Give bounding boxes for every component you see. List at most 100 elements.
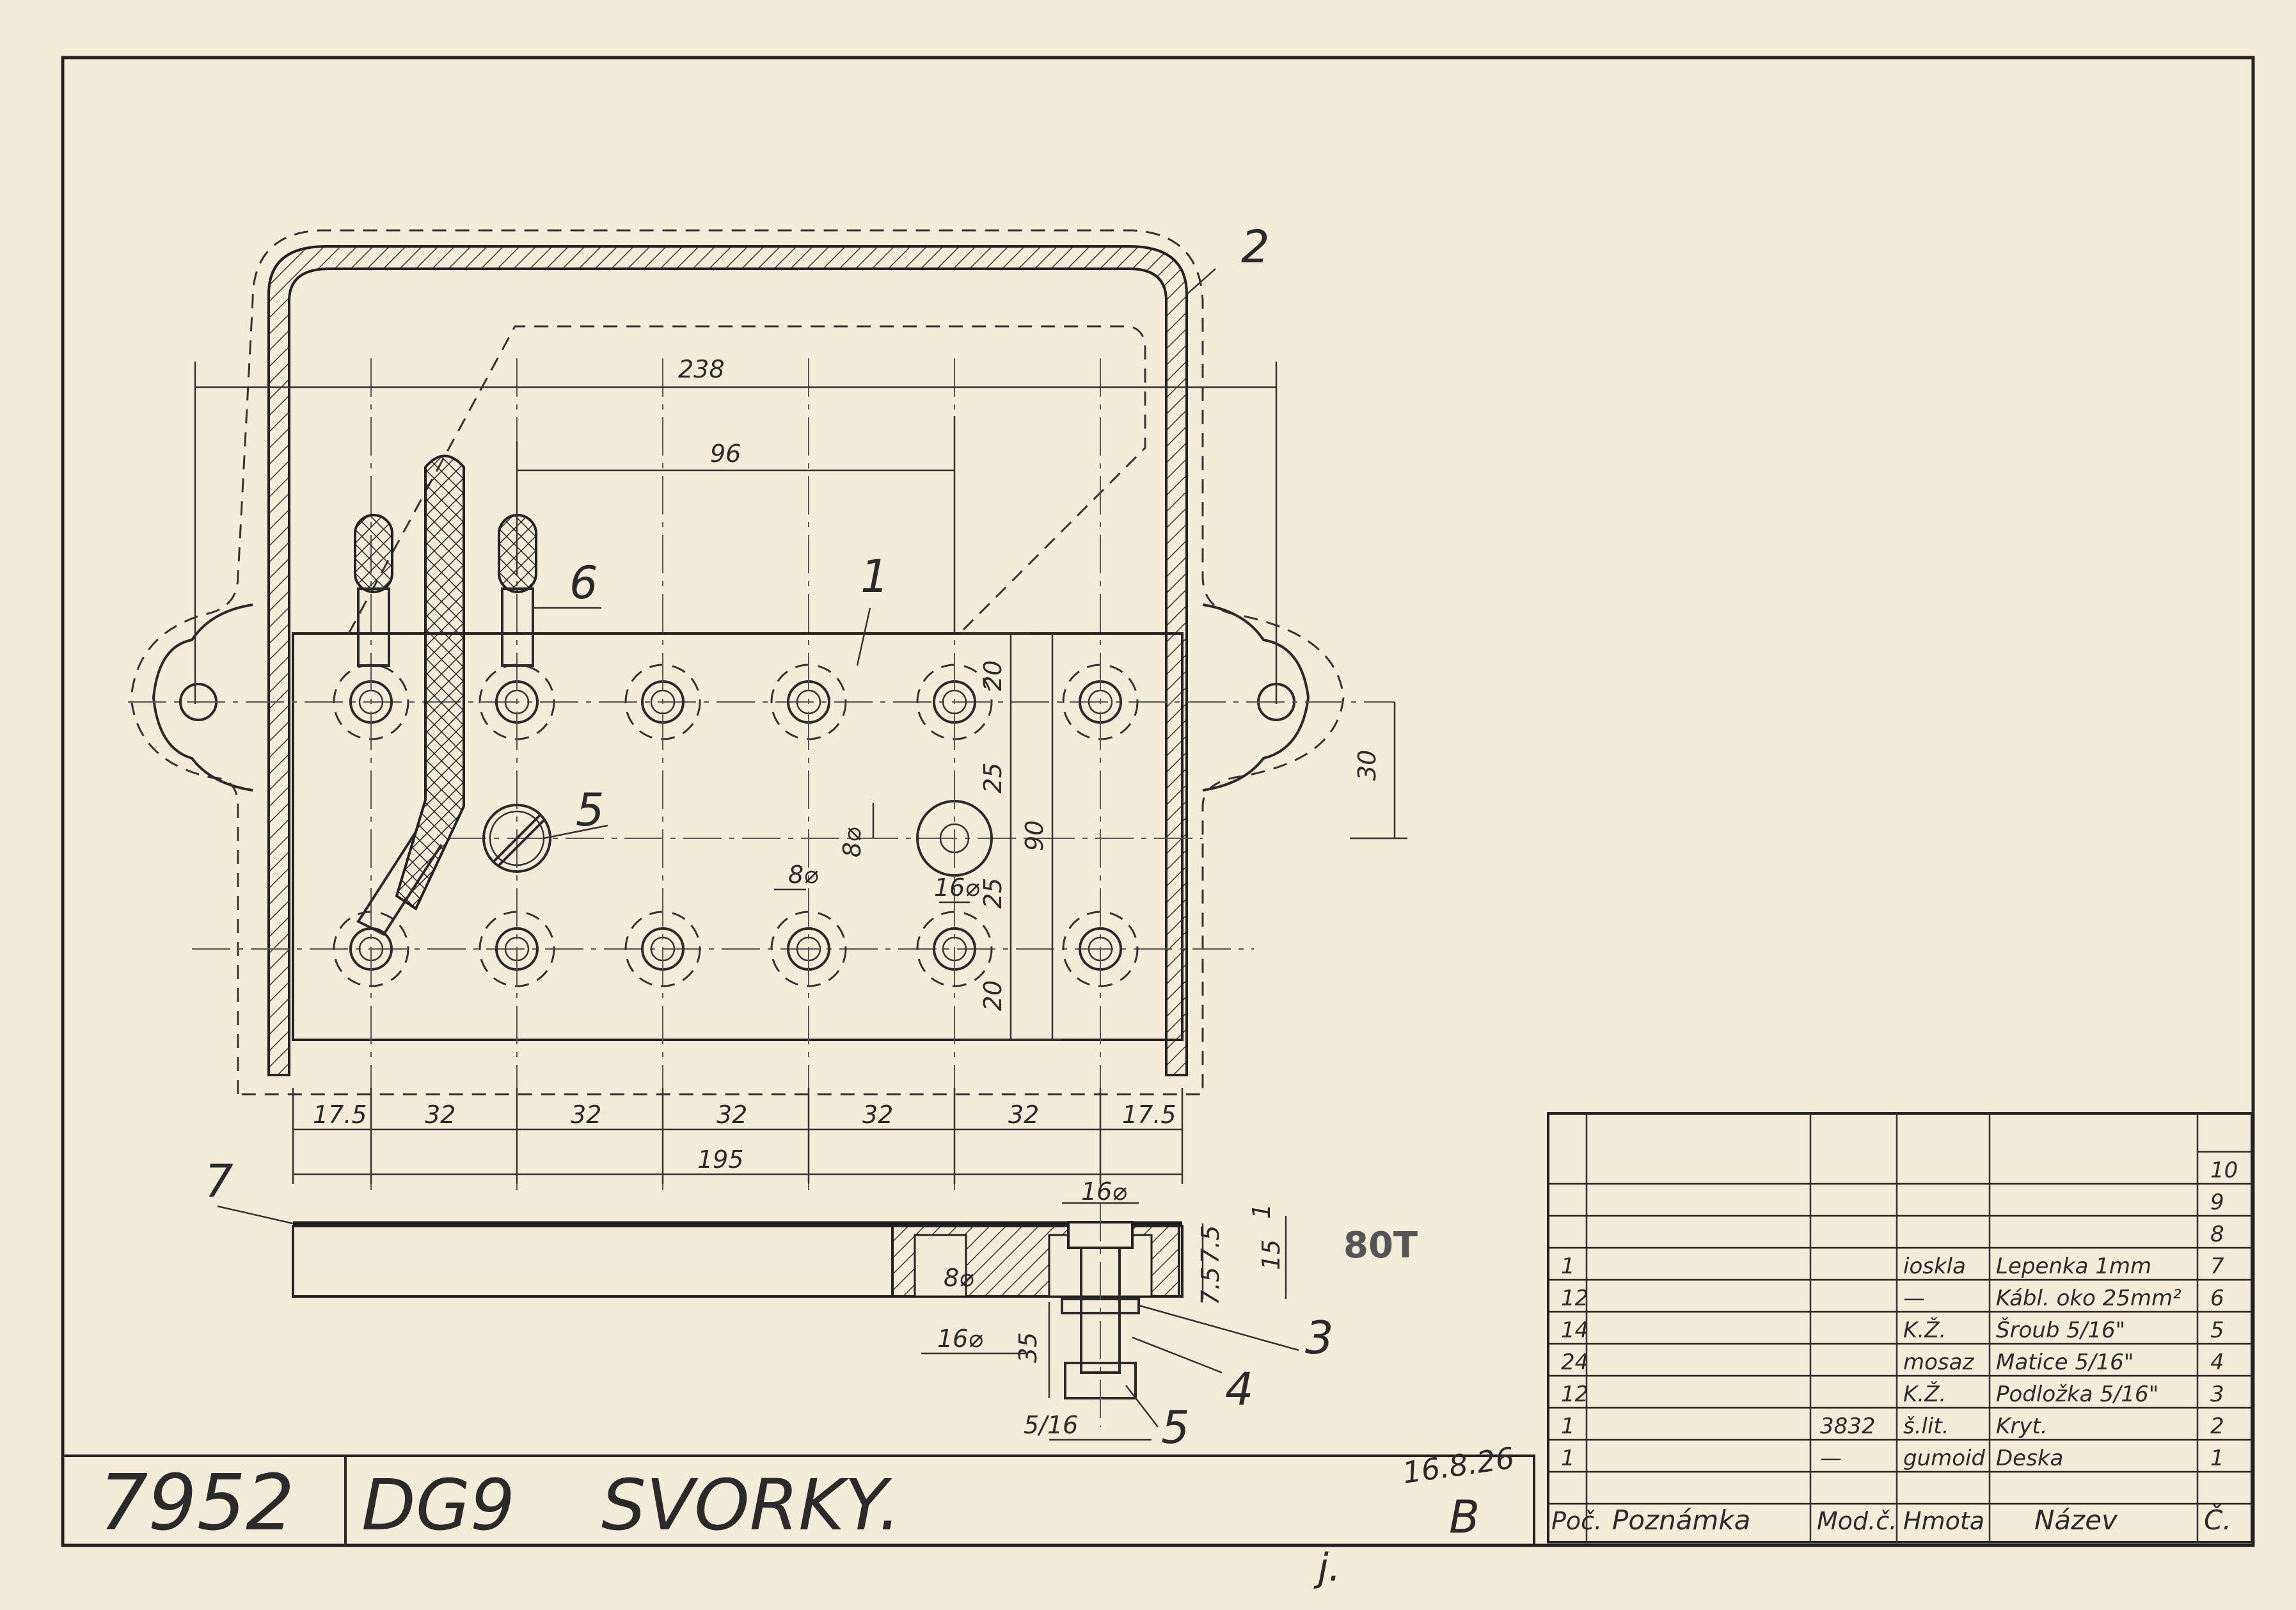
dim-section-1: 1: [1247, 1204, 1276, 1219]
table-cell-qty: 12: [1561, 1382, 1588, 1407]
pitch-ticks: [292, 1088, 1184, 1184]
table-cell-number: 2: [2210, 1414, 2224, 1439]
callout-5-plan: 5: [576, 784, 605, 836]
table-row: 8: [1548, 1222, 2252, 1249]
title-box: [61, 1455, 1535, 1547]
margin-mark: j.: [1313, 1545, 1341, 1590]
dim-row-20-bottom: 20: [979, 980, 1007, 1011]
cover-wall: [267, 245, 1188, 1076]
callout-7: 7: [205, 1155, 234, 1208]
drawing-date: 16.8.26: [1400, 1440, 1516, 1490]
dim-pitch: 32: [571, 1101, 601, 1129]
table-cell-qty: 24: [1561, 1350, 1588, 1375]
header-model: Mod.č.: [1817, 1507, 1897, 1535]
drawing-signature: B: [1449, 1491, 1480, 1543]
table-cell-qty: 1: [1561, 1446, 1575, 1471]
table-cell-material: K.Ž.: [1903, 1381, 1946, 1407]
drawing-number: 7952: [99, 1459, 294, 1548]
plan-dimensions: [194, 362, 1407, 1176]
table-cell-number: 3: [2210, 1382, 2224, 1407]
dim-height-90: 90: [1020, 820, 1049, 851]
table-cell-material: š.lit.: [1903, 1414, 1949, 1439]
stamp-mark: 80T: [1343, 1225, 1418, 1266]
cover-outline-dashed: [130, 229, 1345, 1096]
callout-4: 4: [1225, 1363, 1254, 1415]
table-row: 9: [1548, 1190, 2252, 1217]
table-cell-name: Podložka 5/16": [1996, 1382, 2158, 1407]
callout-6: 6: [569, 557, 598, 609]
table-row: 10: [1548, 1158, 2252, 1185]
table-row: 24 mosaz Matice 5/16" 4: [1548, 1350, 2252, 1377]
table-cell-qty: 14: [1561, 1318, 1588, 1343]
dim-row-20-top: 20: [979, 660, 1007, 691]
dim-pitch: 32: [862, 1101, 893, 1129]
table-cell-material: ioskla: [1903, 1254, 1966, 1279]
table-cell-name: Šroub 5/16": [1996, 1317, 2125, 1343]
table-row: 12 — Kábl. oko 25mm² 6: [1548, 1286, 2252, 1313]
table-cell-material: K.Ž.: [1903, 1317, 1946, 1343]
callout-3: 3: [1305, 1312, 1334, 1364]
table-cell-model: —: [1820, 1446, 1842, 1471]
header-material: Hmota: [1903, 1507, 1984, 1535]
callout-1: 1: [860, 550, 889, 603]
table-cell-material: gumoid: [1903, 1446, 1985, 1471]
table-cell-material: mosaz: [1903, 1350, 1974, 1375]
dim-section-16b: 16⌀: [937, 1325, 983, 1353]
table-cell-name: Kryt.: [1996, 1414, 2048, 1439]
dim-pitch: 17.5: [313, 1101, 367, 1129]
table-cell-number: 4: [2210, 1350, 2224, 1375]
dim-row-25-bottom: 25: [979, 878, 1007, 909]
callout-2: 2: [1241, 221, 1270, 273]
dim-overall-width: 238: [678, 355, 725, 383]
drawing-title: SVORKY.: [601, 1464, 901, 1546]
header-name: Název: [2034, 1504, 2118, 1536]
dim-section-35: 35: [1014, 1332, 1042, 1363]
dim-section-75: 7.5: [1196, 1225, 1224, 1264]
dim-section-15: 15: [1257, 1239, 1285, 1270]
dim-hole-16: 16⌀: [934, 873, 979, 902]
dim-hole-8-left: 8⌀: [838, 827, 866, 857]
plan-view: [128, 229, 1395, 1096]
cable-lugs: [354, 454, 537, 936]
table-cell-number: 9: [2210, 1190, 2224, 1215]
header-number: Č.: [2204, 1504, 2231, 1536]
drawing-code: DG9: [361, 1464, 515, 1546]
table-cell-material: —: [1903, 1286, 1925, 1311]
table-cell-number: 10: [2210, 1158, 2238, 1183]
dim-section-75b: 7.5: [1196, 1267, 1224, 1305]
table-cell-name: Matice 5/16": [1996, 1350, 2134, 1375]
table-cell-name: Lepenka 1mm: [1996, 1254, 2151, 1279]
callout-5-section: 5: [1161, 1401, 1190, 1454]
table-cell-name: Kábl. oko 25mm²: [1996, 1286, 2181, 1311]
dim-row-25-top: 25: [979, 763, 1007, 793]
parts-table: [1547, 1112, 2253, 1543]
table-cell-number: 7: [2210, 1254, 2224, 1279]
header-note: Poznámka: [1612, 1504, 1750, 1536]
dim-section-8: 8⌀: [944, 1264, 974, 1292]
table-cell-qty: 1: [1561, 1414, 1575, 1439]
dim-pitch: 32: [425, 1101, 455, 1129]
table-row: 12 K.Ž. Podložka 5/16" 3: [1548, 1381, 2252, 1409]
screw-5: [482, 804, 551, 873]
dim-spacing-top: 96: [710, 440, 741, 468]
dim-pitch: 32: [717, 1101, 747, 1129]
table-cell-qty: 1: [1561, 1254, 1575, 1279]
header-qty: Poč.: [1551, 1507, 1602, 1535]
table-cell-name: Deska: [1996, 1446, 2063, 1471]
table-cell-number: 6: [2210, 1286, 2224, 1311]
dim-thread: 5/16: [1024, 1411, 1078, 1439]
table-cell-model: 3832: [1820, 1414, 1876, 1439]
table-cell-number: 1: [2210, 1446, 2224, 1471]
dim-pitch: 17.5: [1122, 1101, 1176, 1129]
table-cell-qty: 12: [1561, 1286, 1588, 1311]
dim-section-16: 16⌀: [1081, 1177, 1127, 1206]
parts-table-header: Poč. Poznámka Mod.č. Hmota Název Č.: [1551, 1504, 2231, 1536]
dim-base-width: 195: [697, 1145, 744, 1174]
table-row: 1 — gumoid Deska 1: [1548, 1446, 2252, 1473]
terminal-board: [292, 632, 1184, 1041]
table-row: 1 3832 š.lit. Kryt. 2: [1548, 1414, 2252, 1441]
